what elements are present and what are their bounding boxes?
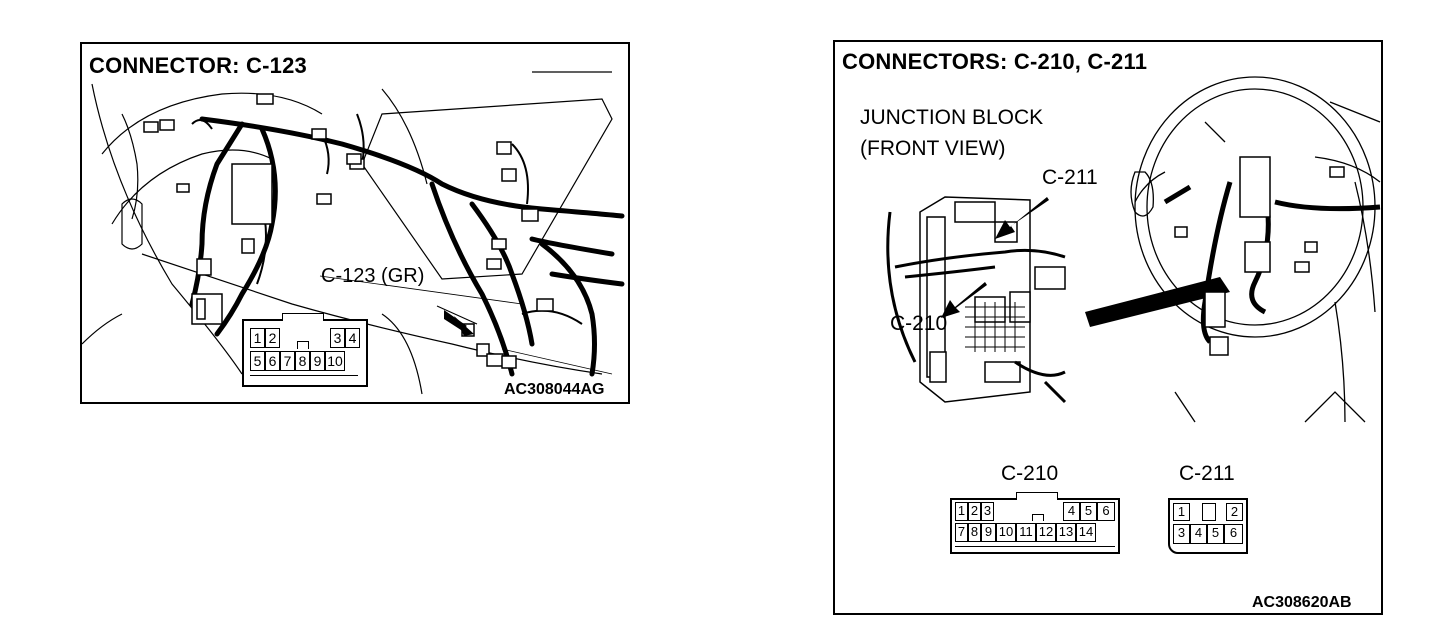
pin: 8 bbox=[968, 523, 981, 542]
pin: 1 bbox=[250, 328, 265, 348]
c211-face-label: C-211 bbox=[1179, 462, 1235, 485]
junction-block-illustration bbox=[886, 76, 1381, 423]
connector-base-line bbox=[955, 546, 1115, 547]
connector-latch bbox=[297, 341, 309, 349]
pin: 6 bbox=[1097, 502, 1115, 521]
junction-block-label: JUNCTION BLOCK bbox=[860, 106, 1044, 129]
pin: 5 bbox=[1207, 524, 1224, 544]
pin: 6 bbox=[265, 351, 280, 371]
c123-callout-label: C-123 (GR) bbox=[321, 265, 425, 287]
connector-key bbox=[282, 313, 324, 321]
pin: 10 bbox=[996, 523, 1016, 542]
pin: 1 bbox=[1173, 503, 1190, 521]
pin: 4 bbox=[1063, 502, 1080, 521]
panel-title: CONNECTORS: C-210, C-211 bbox=[842, 49, 1148, 74]
pin: 3 bbox=[981, 502, 994, 521]
pin: 5 bbox=[1080, 502, 1097, 521]
pin: 6 bbox=[1224, 524, 1243, 544]
c210-face-label: C-210 bbox=[1001, 462, 1059, 485]
connectors-c210-c211-panel: CONNECTORS: C-210, C-211 JUNCTION BLOCK … bbox=[833, 40, 1383, 615]
pin: 2 bbox=[265, 328, 280, 348]
pin: 10 bbox=[325, 351, 345, 371]
pin: 14 bbox=[1076, 523, 1096, 542]
pin: 4 bbox=[345, 328, 360, 348]
pin: 9 bbox=[981, 523, 996, 542]
connector-key-slot bbox=[1202, 503, 1216, 521]
pin: 4 bbox=[1190, 524, 1207, 544]
connector-base-line bbox=[250, 375, 358, 376]
front-view-label: (FRONT VIEW) bbox=[860, 137, 1006, 160]
pin: 7 bbox=[955, 523, 968, 542]
pin: 11 bbox=[1016, 523, 1036, 542]
figure-code: AC308044AG bbox=[504, 381, 605, 398]
connector-latch bbox=[1032, 514, 1044, 521]
pin: 12 bbox=[1036, 523, 1056, 542]
pin: 8 bbox=[295, 351, 310, 371]
pin: 1 bbox=[955, 502, 968, 521]
connector-key bbox=[1016, 492, 1058, 500]
pin: 5 bbox=[250, 351, 265, 371]
c210-callout-label: C-210 bbox=[890, 312, 948, 335]
c123-connector-face: 1 2 3 4 5 6 7 8 9 10 bbox=[242, 313, 368, 387]
pin: 7 bbox=[280, 351, 295, 371]
panel-title: CONNECTOR: C-123 bbox=[89, 53, 307, 78]
pin: 2 bbox=[968, 502, 981, 521]
pin: 9 bbox=[310, 351, 325, 371]
pin: 3 bbox=[330, 328, 345, 348]
c210-connector-face: 1 2 3 4 5 6 7 8 9 10 11 12 13 14 bbox=[950, 492, 1120, 554]
pin: 3 bbox=[1173, 524, 1190, 544]
figure-code: AC308620AB bbox=[1252, 594, 1352, 611]
connector-c123-panel: CONNECTOR: C-123 C-123 (GR) AC308044AG 1… bbox=[80, 42, 630, 404]
c211-callout-label: C-211 bbox=[1042, 166, 1098, 189]
pin: 2 bbox=[1226, 503, 1243, 521]
dashboard-wiring-illustration bbox=[82, 71, 625, 395]
c211-connector-face: 1 2 3 4 5 6 bbox=[1168, 498, 1248, 554]
pin: 13 bbox=[1056, 523, 1076, 542]
